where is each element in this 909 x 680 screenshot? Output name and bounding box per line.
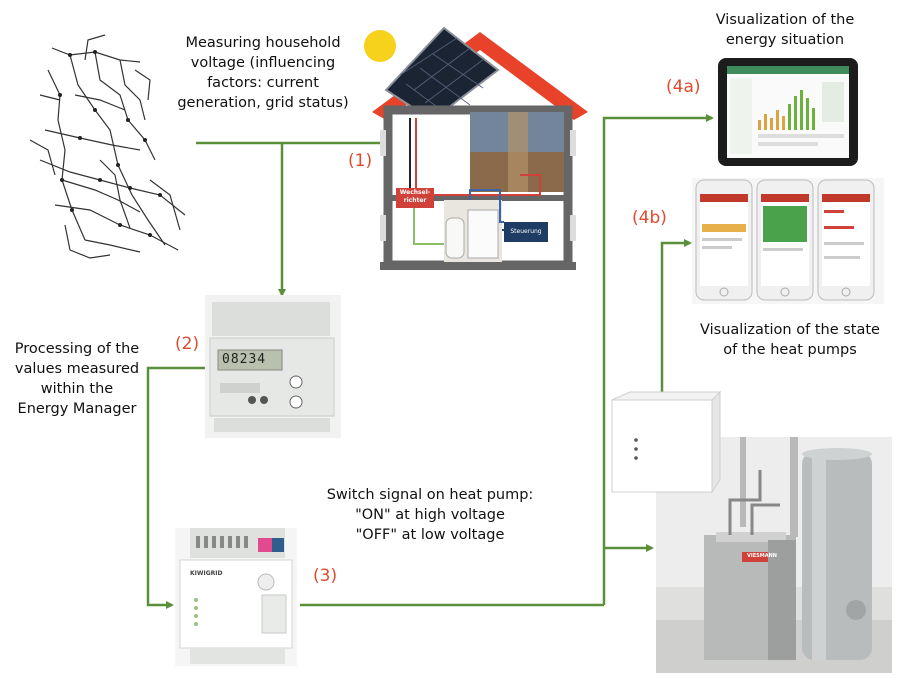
meter-display: 08234 [222, 352, 267, 367]
sun-icon [364, 30, 396, 62]
label-processing-line2: values measured [14, 361, 140, 377]
label-processing-line3: within the [40, 381, 114, 397]
label-switch-line1: Switch signal on heat pump: [326, 487, 534, 503]
control-label: Steuerung [510, 228, 542, 235]
arrow-to-tablet [602, 114, 714, 605]
inverter-label: Wechsel- richter [396, 189, 434, 205]
label-processing: Processing of the values measured within… [2, 339, 152, 419]
label-vis-heatpump-line1: Visualization of the state [700, 322, 880, 338]
step-1-label: (1) [348, 151, 373, 171]
label-vis-energy-line2: energy situation [725, 32, 845, 48]
step-2-label: (2) [175, 334, 200, 354]
label-switch-line2: "ON" at high voltage [355, 507, 505, 523]
label-processing-line4: Energy Manager [17, 401, 137, 417]
control-box [504, 222, 548, 242]
step-4b-label: (4b) [632, 208, 667, 228]
label-vis-energy: Visualization of the energy situation [690, 10, 880, 50]
arrow-controller-to-phones [660, 239, 692, 405]
arrow-meter-to-gateway [146, 366, 208, 609]
label-measuring-line4: generation, grid status) [177, 95, 349, 111]
label-switch-signal: Switch signal on heat pump: "ON" at high… [310, 485, 550, 545]
label-measuring-line1: Measuring household [185, 35, 341, 51]
label-vis-energy-line1: Visualization of the [715, 12, 855, 28]
label-switch-line3: "OFF" at low voltage [355, 527, 505, 543]
label-measuring-line3: factors: current [207, 75, 319, 91]
label-vis-heatpump-line2: of the heat pumps [723, 342, 857, 358]
step-3-label: (3) [313, 566, 338, 586]
inverter-label-line1: Wechsel- [399, 189, 431, 196]
inverter-label-line2: richter [403, 197, 427, 204]
phone-1 [695, 179, 753, 301]
phone-2 [756, 179, 814, 301]
label-measuring-line2: voltage (influencing [190, 55, 336, 71]
label-measuring: Measuring household voltage (influencing… [168, 33, 358, 113]
label-processing-line1: Processing of the [14, 341, 140, 357]
gateway-brand: KIWIGRID [190, 570, 223, 577]
step-4a-label: (4a) [666, 77, 701, 97]
label-vis-heatpump: Visualization of the state of the heat p… [680, 320, 900, 360]
phone-3 [817, 179, 875, 301]
inverter-box [396, 188, 434, 208]
heatpump-brand: VIESMANN [747, 553, 777, 559]
